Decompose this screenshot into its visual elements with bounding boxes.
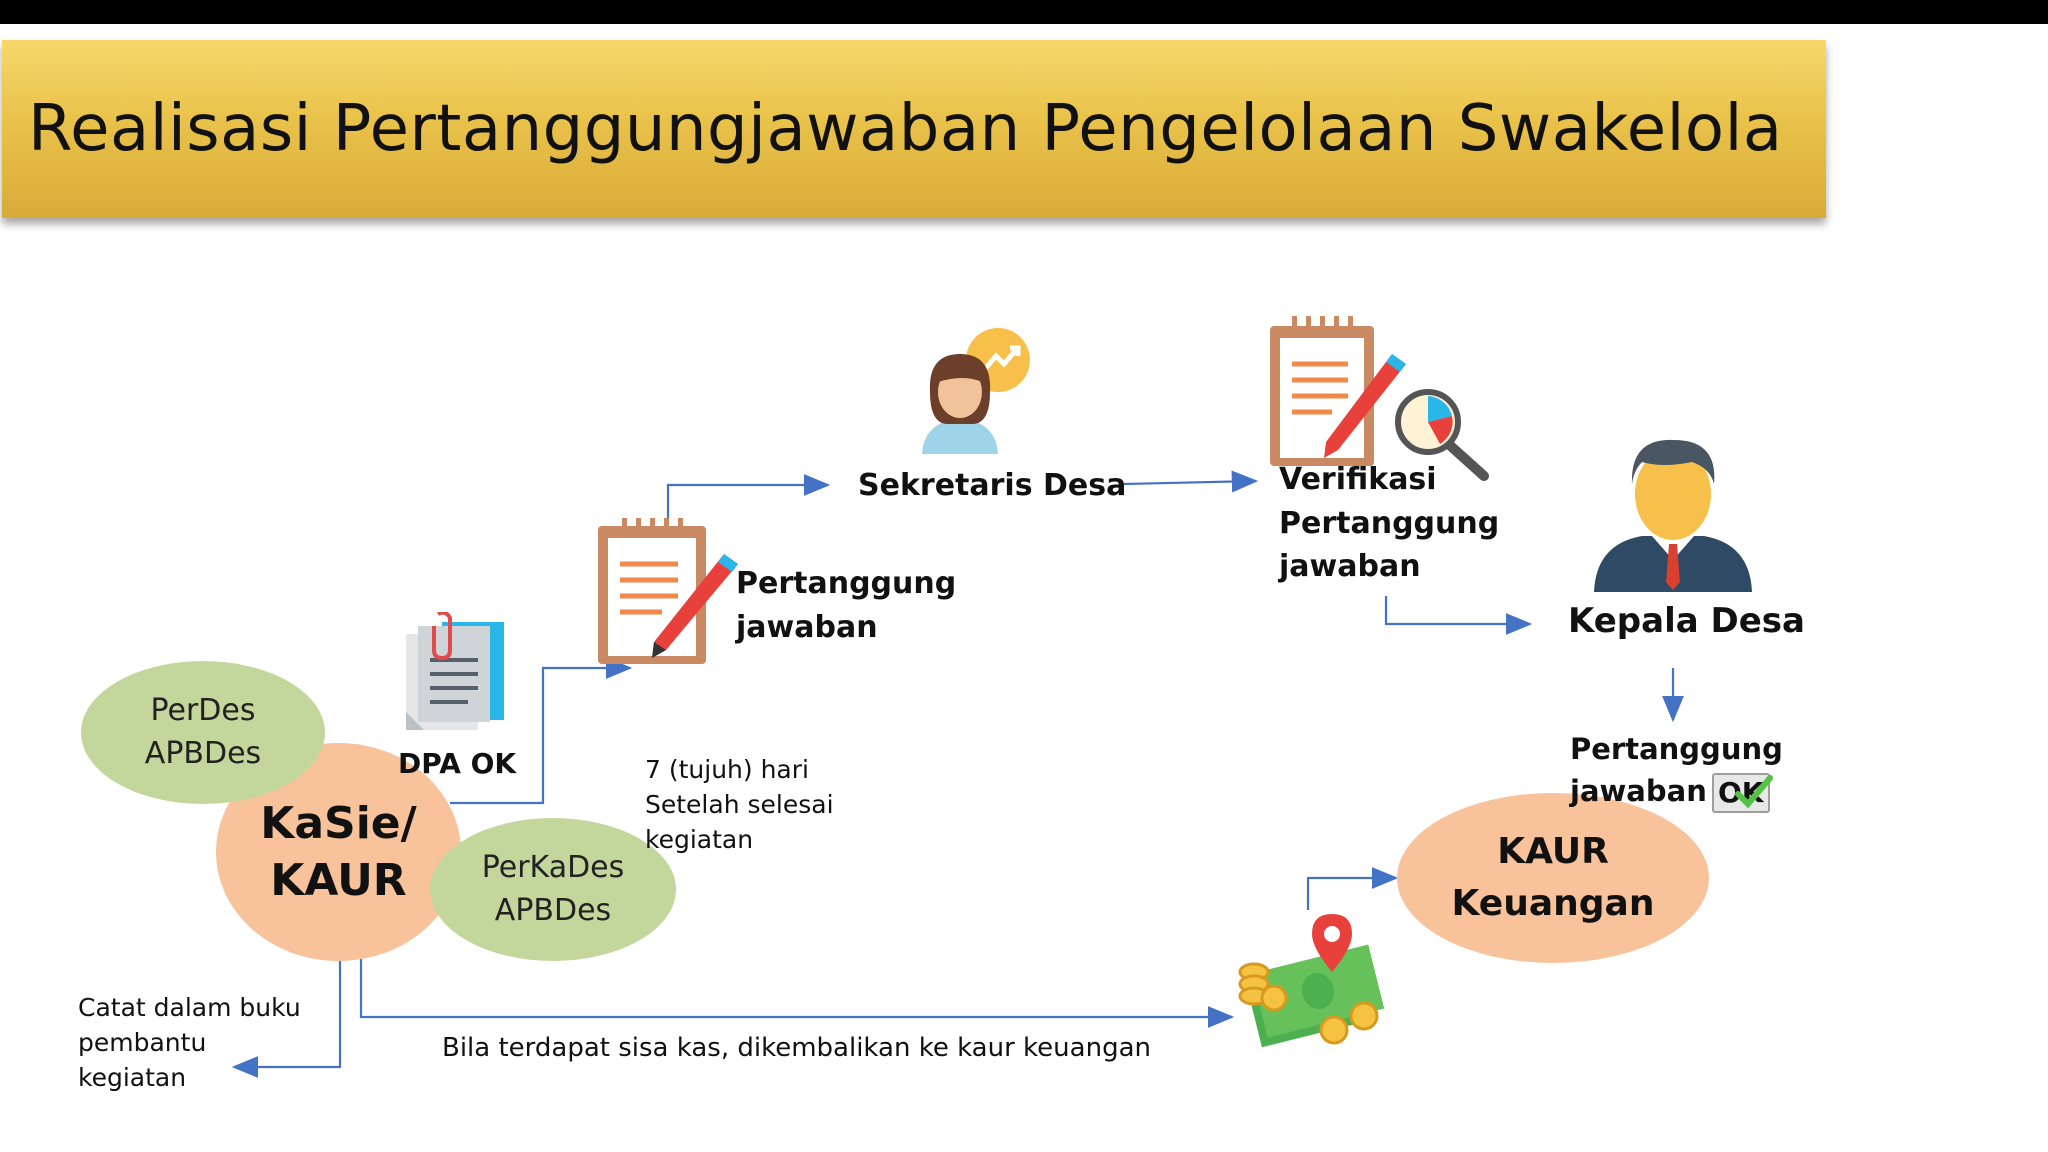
perkades-ellipse: PerKaDes APBDes [430, 818, 676, 961]
arrow-kasie-to-catat [231, 958, 342, 1078]
kaur-keuangan-line1: KAUR [1497, 830, 1609, 872]
verifikasi-label: Verifikasi Pertanggung jawaban [1279, 458, 1499, 589]
clipboard-pen-icon [598, 518, 738, 664]
verifikasi-line1: Verifikasi [1279, 462, 1437, 497]
businessman-avatar-icon [1594, 439, 1752, 592]
title-banner: Realisasi Pertanggungjawaban Pengelolaan… [2, 40, 1826, 218]
pertanggung-line1: Pertanggung [736, 566, 957, 601]
pertanggung-label: Pertanggung jawaban [736, 562, 956, 649]
pj-ok-line2: jawaban [1570, 774, 1707, 809]
perdes-ellipse: PerDes APBDes [81, 661, 325, 804]
kepala-desa-label: Kepala Desa [1568, 601, 1805, 641]
dpa-ok-label: DPA OK [398, 747, 517, 780]
arrow-kasie-to-pertanggung [450, 657, 633, 805]
woman-avatar-icon [922, 328, 1030, 454]
catat-line3: kegiatan [78, 1063, 187, 1092]
kasie-kaur-ellipse: KaSie/ KAUR [216, 743, 461, 961]
arrow-kasie-to-money [359, 958, 1235, 1028]
slide-title: Realisasi Pertanggungjawaban Pengelolaan… [28, 92, 1783, 166]
sisa-kas-note: Bila terdapat sisa kas, dikembalikan ke … [442, 1033, 1151, 1063]
perdes-line1: PerDes [150, 692, 256, 728]
documents-clip-icon [406, 612, 504, 730]
clipboard-magnifier-icon [1270, 316, 1489, 481]
catat-note: Catat dalam buku pembantu kegiatan [78, 990, 301, 1095]
kaur-keuangan-ellipse: KAUR Keuangan [1397, 793, 1709, 963]
seven-days-line3: kegiatan [645, 825, 754, 854]
catat-line2: pembantu [78, 1028, 207, 1057]
perkades-line2: APBDes [494, 892, 612, 928]
sekretaris-desa-label: Sekretaris Desa [858, 468, 1127, 503]
checkmark-icon [1735, 775, 1773, 809]
arrow-pertanggung-to-sekretaris [666, 474, 831, 524]
perdes-line2: APBDes [144, 735, 262, 771]
top-black-bar [0, 0, 2048, 24]
seven-days-note: 7 (tujuh) hari Setelah selesai kegiatan [645, 752, 834, 857]
catat-line1: Catat dalam buku [78, 993, 301, 1022]
arrow-sekretaris-to-verifikasi [1123, 470, 1259, 493]
seven-days-line1: 7 (tujuh) hari [645, 755, 809, 784]
pertanggung-line2: jawaban [736, 609, 878, 645]
kaur-keuangan-line2: Keuangan [1451, 883, 1655, 924]
pj-ok-label: Pertanggung jawaban [1570, 728, 1783, 812]
pj-ok-line1: Pertanggung [1570, 732, 1783, 766]
arrow-verifikasi-to-kepala [1384, 596, 1533, 635]
arrow-money-to-kaur [1306, 867, 1399, 910]
perkades-line1: PerKaDes [481, 849, 625, 885]
verifikasi-line2: Pertanggung [1279, 505, 1500, 541]
kasie-line2: KAUR [270, 855, 407, 906]
money-coins-icon [1238, 914, 1385, 1048]
seven-days-line2: Setelah selesai [645, 790, 834, 819]
kasie-line1: KaSie/ [260, 797, 417, 849]
verifikasi-line3: jawaban [1279, 549, 1421, 584]
